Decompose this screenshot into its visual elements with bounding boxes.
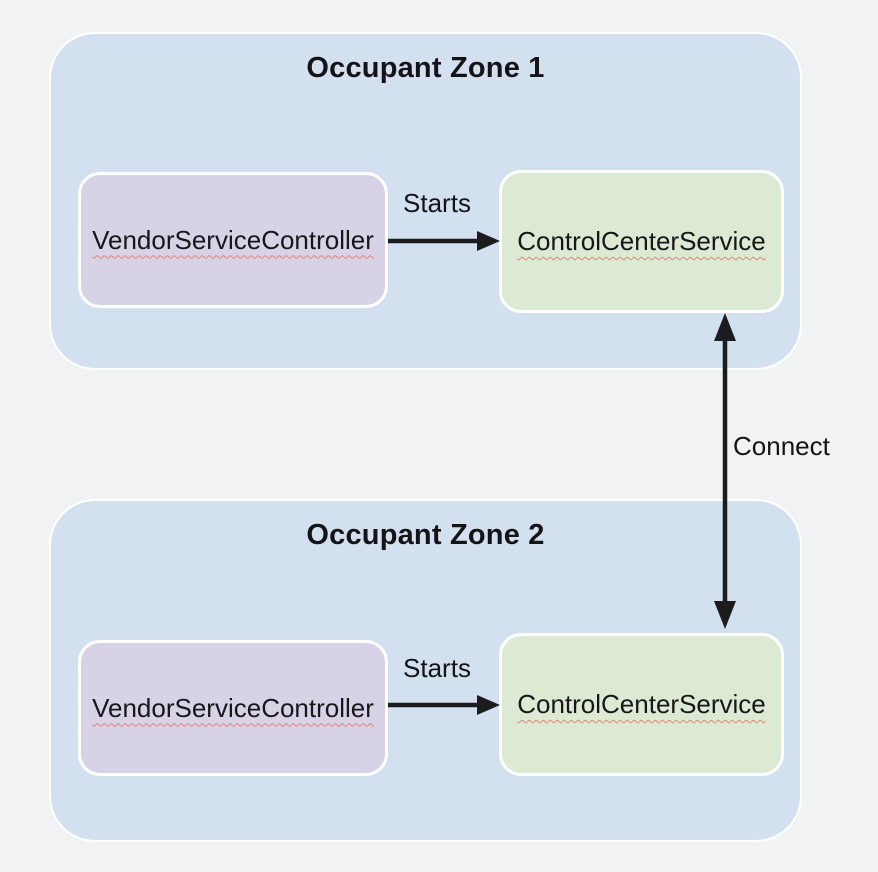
zone-occupant-1: Occupant Zone 1 VendorServiceController … (49, 32, 802, 370)
starts-label-1: Starts (403, 188, 471, 218)
node-vendor-1-label: VendorServiceController (92, 224, 374, 255)
node-vendor-service-controller-2: VendorServiceController (78, 640, 388, 776)
node-control-2-label: ControlCenterService (517, 689, 766, 719)
node-vendor-service-controller-1: VendorServiceController (78, 172, 388, 308)
node-control-center-service-2: ControlCenterService (499, 633, 784, 776)
connect-label: Connect (733, 431, 830, 461)
zone-occupant-2: Occupant Zone 2 VendorServiceController … (49, 499, 802, 842)
node-control-center-service-1: ControlCenterService (499, 170, 784, 313)
zone-1-title: Occupant Zone 1 (306, 52, 545, 84)
zone-2-title: Occupant Zone 2 (306, 519, 545, 551)
node-vendor-2-label: VendorServiceController (92, 692, 374, 723)
starts-label-2: Starts (403, 653, 471, 683)
node-control-1-label: ControlCenterService (517, 226, 766, 256)
